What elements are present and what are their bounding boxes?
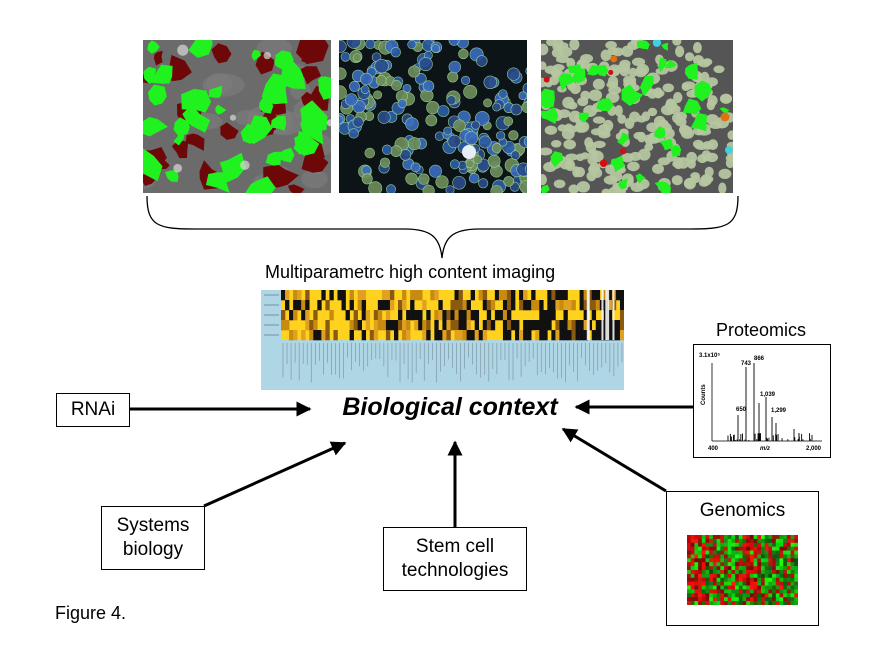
rnai-box: RNAi (56, 393, 130, 427)
systems-biology-line2: biology (122, 539, 184, 560)
genomics-label: Genomics (699, 500, 786, 521)
mass-spectrum: 3.1x10⁵ Counts 650 743 866 1,039 1,299 4… (693, 344, 831, 458)
figure-label: Figure 4. (55, 603, 127, 623)
microscopy-panel-2 (339, 40, 527, 193)
peak-label-743: 743 (741, 361, 752, 367)
classified-cells-image (541, 40, 733, 193)
rnai-label: RNAi (70, 399, 116, 420)
spectrum-y-title: 3.1x10⁵ (699, 353, 720, 359)
spectrum-x-max: 2,000 (806, 446, 822, 452)
segmented-nuclei-image (339, 40, 527, 193)
arrow-genomics (561, 427, 667, 493)
peak-label-1299: 1,299 (771, 408, 787, 414)
biological-context-label: Biological context (342, 393, 558, 421)
microscopy-panel-3 (541, 40, 733, 193)
systems-biology-box: Systems biology (101, 506, 205, 570)
curly-brace (146, 195, 739, 259)
microscopy-panel-1 (143, 40, 331, 193)
stem-cell-line1: Stem cell (415, 536, 495, 557)
heatmap-graphic (264, 290, 624, 383)
spectrum-y-label: Counts (701, 384, 707, 405)
arrow-systems-biology (203, 441, 347, 508)
mass-spectrum-plot: 3.1x10⁵ Counts 650 743 866 1,039 1,299 4… (699, 353, 822, 452)
peak-label-866: 866 (754, 356, 765, 362)
imaging-heatmap (261, 290, 624, 390)
stem-cell-line2: technologies (401, 560, 509, 581)
spectrum-x-min: 400 (708, 446, 719, 452)
spectrum-x-label: m/z (760, 446, 770, 452)
peak-label-1039: 1,039 (760, 392, 776, 398)
stem-cell-box: Stem cell technologies (383, 527, 527, 591)
genomics-box: Genomics (666, 491, 819, 626)
genomics-microarray-heatmap (687, 535, 798, 605)
green-red-cells-image (143, 40, 331, 193)
proteomics-label: Proteomics (716, 320, 807, 340)
imaging-caption: Multiparametrc high content imaging (265, 262, 556, 282)
systems-biology-line1: Systems (116, 515, 190, 536)
peak-label-650: 650 (736, 407, 747, 413)
